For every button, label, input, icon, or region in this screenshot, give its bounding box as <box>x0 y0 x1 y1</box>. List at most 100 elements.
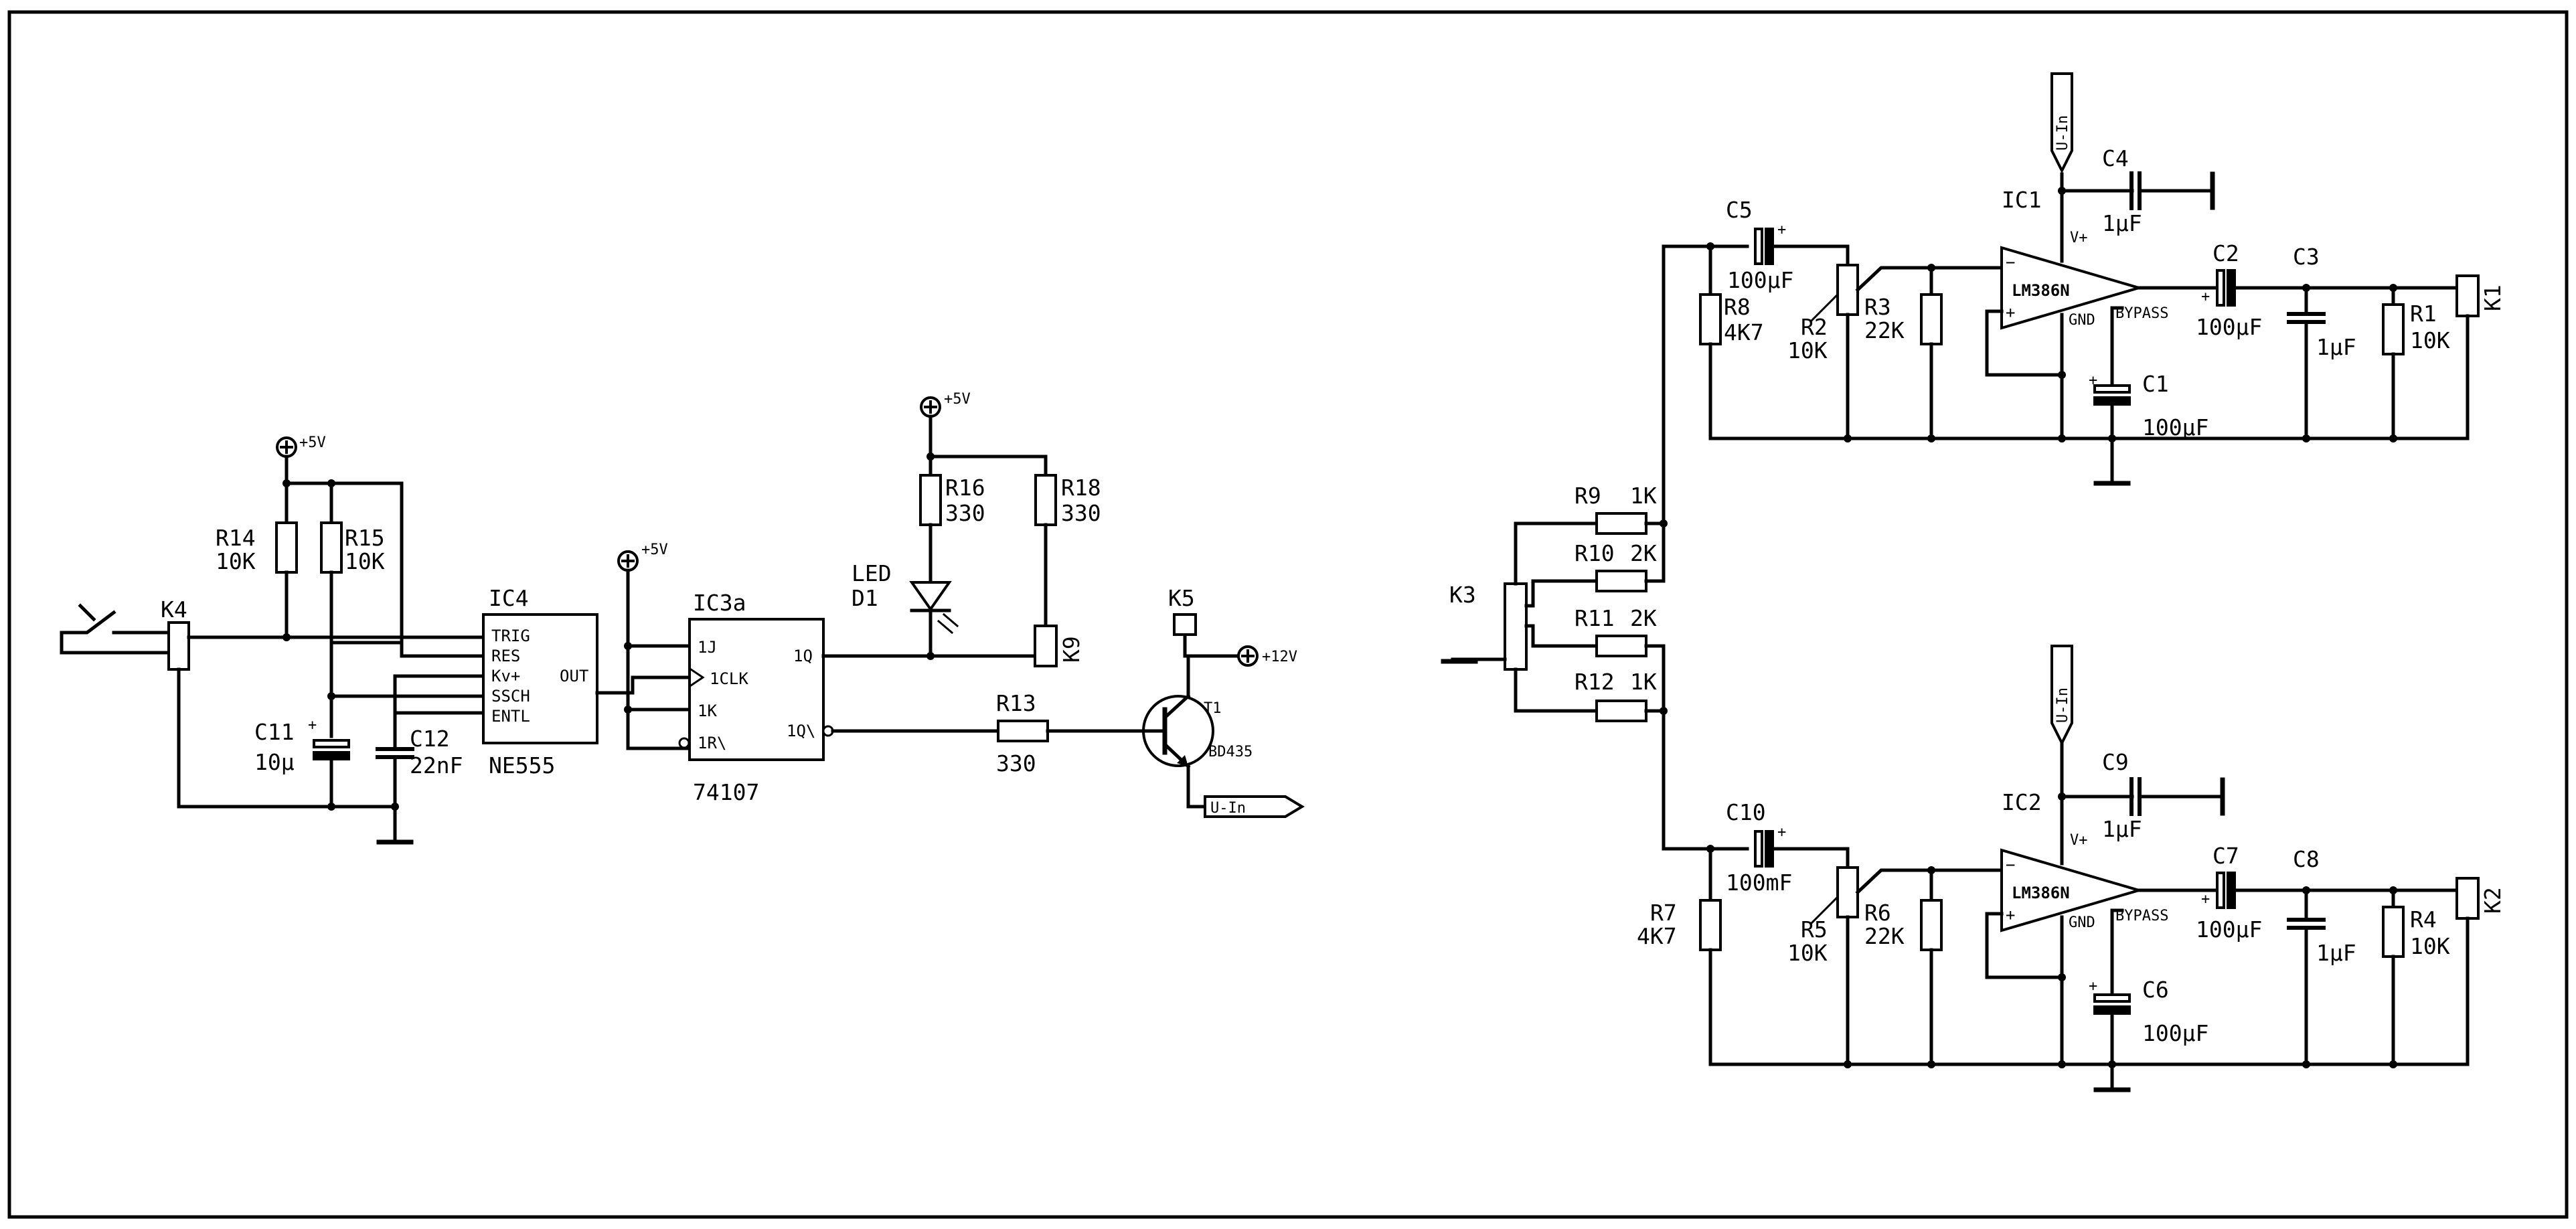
transistor-t1-icon <box>1142 695 1214 767</box>
r5-label: R5 <box>1801 916 1828 943</box>
c12-label: C12 <box>410 726 450 752</box>
r7-label: R7 <box>1650 900 1677 926</box>
svg-text:+: + <box>2089 978 2097 995</box>
ic4-body <box>482 613 598 744</box>
uin-output-label: U-In <box>1210 800 1246 817</box>
r11-value: 2K <box>1630 605 1657 631</box>
c6-label: C6 <box>2142 977 2169 1003</box>
r12-value: 1K <box>1630 669 1657 695</box>
ic1-pin-plus: + <box>2006 303 2015 322</box>
r2-label: R2 <box>1801 314 1828 340</box>
svg-text:+: + <box>2201 289 2210 305</box>
k9-label: K9 <box>1058 636 1084 663</box>
k5-label: K5 <box>1168 585 1195 611</box>
r9-label: R9 <box>1575 483 1601 509</box>
ic2-pin-gnd: GND <box>2069 914 2095 931</box>
ic4-label: IC4 <box>489 585 529 611</box>
k9-connector <box>1034 625 1058 667</box>
r7-value: 4K7 <box>1637 923 1677 949</box>
amplifier-2: + C10 100mF R7 4K7 R5 10K R6 22K IC2 LM3… <box>1637 645 2506 1090</box>
c4-value: 1µF <box>2102 210 2142 236</box>
r2-value: 10K <box>1787 337 1828 363</box>
r4-label: R4 <box>2410 906 2437 932</box>
c7-value: 100µF <box>2196 916 2262 943</box>
r16-value: 330 <box>945 500 985 526</box>
k4-connector <box>167 621 190 671</box>
c1-value: 100µF <box>2142 414 2208 440</box>
supply-plus5v-label-2: +5V <box>641 542 668 558</box>
r6-value: 22K <box>1864 923 1905 949</box>
k1-label: K1 <box>2480 284 2506 311</box>
ic2-uin-label: U-In <box>2055 687 2071 723</box>
r11-label: R11 <box>1575 605 1615 631</box>
c7-label: C7 <box>2212 843 2239 869</box>
r15-value: 10K <box>345 548 385 574</box>
c10-value: 100mF <box>1726 870 1792 896</box>
ic1-pin-minus: − <box>2006 253 2015 272</box>
r14-label: R14 <box>216 525 256 551</box>
c3-label: C3 <box>2293 244 2320 270</box>
r15-label: R15 <box>345 525 385 551</box>
r5-value: 10K <box>1787 940 1828 966</box>
r1-label: R1 <box>2410 301 2437 327</box>
k1-connector <box>2456 274 2480 317</box>
ic4-pin-entl: ENTL <box>491 707 530 726</box>
c1-label: C1 <box>2142 371 2169 397</box>
led-label: LED <box>852 560 892 586</box>
ic4-pin-trig: TRIG <box>491 627 530 645</box>
r18-value: 330 <box>1061 500 1101 526</box>
ic4-pin-kv: Kv+ <box>491 667 520 685</box>
svg-text:+: + <box>1777 824 1786 841</box>
ic1-uin-flag <box>2050 72 2073 174</box>
r8-value: 4K7 <box>1724 319 1764 345</box>
r10-value: 2K <box>1630 540 1657 566</box>
ic1-opamp-icon <box>2000 246 2144 330</box>
t1-label: T1 <box>1204 700 1222 717</box>
r13-value: 330 <box>996 750 1036 776</box>
ic2-type: LM386N <box>2012 884 2070 902</box>
ic4-pin-res: RES <box>491 647 520 665</box>
mixer-section: K3 R9 1K R10 2K R11 2K R12 1K <box>1443 244 1749 851</box>
c3-value: 1µF <box>2316 334 2356 360</box>
ic1-type: LM386N <box>2012 281 2070 300</box>
k3-label: K3 <box>1449 582 1476 608</box>
r6-label: R6 <box>1864 900 1891 926</box>
supply-plus12v-label: +12V <box>1262 649 1297 665</box>
ic3a-pin-qn: 1Q\ <box>787 722 815 740</box>
push-button-icon[interactable] <box>60 603 175 655</box>
c5-value: 100µF <box>1727 267 1793 293</box>
ic3a-body <box>688 618 825 761</box>
r1-value: 10K <box>2410 327 2450 353</box>
ic1-label: IC1 <box>2002 187 2042 213</box>
r16-label: R16 <box>945 475 985 501</box>
ic4-pin-out: OUT <box>560 667 588 685</box>
r12-label: R12 <box>1575 669 1615 695</box>
r8-label: R8 <box>1724 294 1751 320</box>
r4-value: 10K <box>2410 933 2450 959</box>
d1-label: D1 <box>852 585 878 611</box>
r18-label: R18 <box>1061 475 1101 501</box>
flipflop-section: +5V IC3a 74107 1J 1CLK 1K 1R\ 1Q 1Q\ <box>617 542 1036 805</box>
ic3a-pin-q: 1Q <box>793 647 813 665</box>
ic2-pin-bypass: BYPASS <box>2115 908 2168 924</box>
c5-label: C5 <box>1726 197 1753 223</box>
c12-value: 22nF <box>410 752 463 779</box>
t1-type: BD435 <box>1208 744 1253 760</box>
ic4-pin-ssch: SSCH <box>491 687 530 706</box>
r14-value: 10K <box>216 548 256 574</box>
ic3a-label: IC3a <box>693 590 746 616</box>
ic1-uin-label: U-In <box>2055 115 2071 151</box>
k5-connector <box>1173 613 1197 636</box>
c2-label: C2 <box>2212 240 2239 266</box>
c9-label: C9 <box>2102 749 2129 775</box>
svg-text:+: + <box>1777 222 1786 238</box>
ic3a-pin-r: 1R\ <box>698 734 726 752</box>
c6-value: 100µF <box>2142 1020 2208 1046</box>
svg-text:+: + <box>2201 891 2210 908</box>
ic1-pin-gnd: GND <box>2069 312 2095 329</box>
r3-label: R3 <box>1864 294 1891 320</box>
c2-value: 100µF <box>2196 314 2262 340</box>
k3-connector <box>1504 582 1528 671</box>
uin-output-flag <box>1204 795 1305 818</box>
amplifier-1: + C5 100µF R8 4K7 R2 10K R3 22K IC1 LM38… <box>1699 72 2506 483</box>
